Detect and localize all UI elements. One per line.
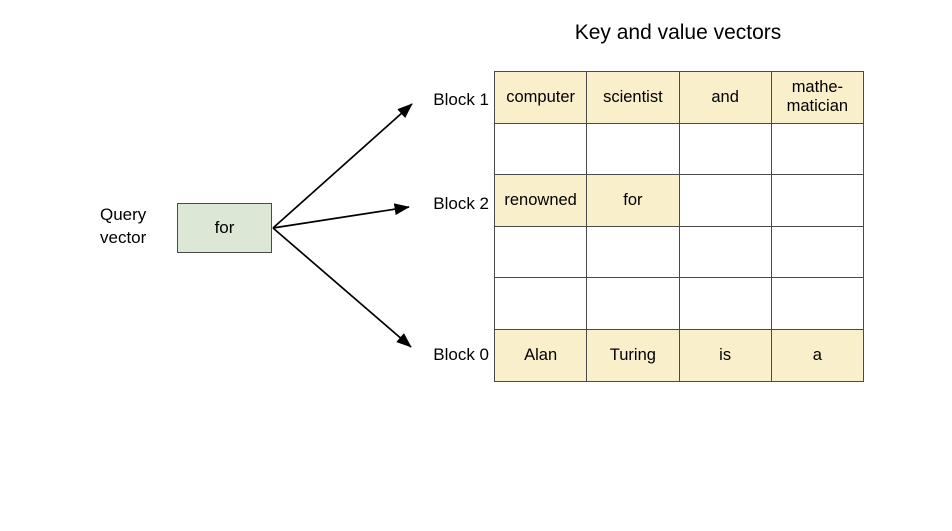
table-cell[interactable]: Turing bbox=[586, 328, 680, 382]
arrow-to-block-1 bbox=[272, 103, 413, 229]
table-cell[interactable]: Alan bbox=[493, 328, 588, 382]
arrow-to-block-0 bbox=[272, 227, 412, 348]
table-cell[interactable] bbox=[493, 122, 588, 176]
table-cell[interactable] bbox=[678, 277, 772, 330]
table-cell[interactable] bbox=[678, 174, 772, 227]
table-cell[interactable] bbox=[770, 225, 865, 279]
table-cell[interactable]: a bbox=[770, 328, 865, 382]
arrow-to-block-2 bbox=[272, 203, 410, 229]
table-cell[interactable]: is bbox=[678, 328, 772, 382]
query-vector-label-line1: Query bbox=[100, 205, 147, 224]
table-cell[interactable]: renowned bbox=[493, 174, 588, 227]
table-cell[interactable] bbox=[770, 174, 865, 227]
table-cell[interactable] bbox=[678, 122, 772, 176]
table-row bbox=[493, 122, 865, 176]
block-label-0: Block 0 bbox=[433, 345, 489, 364]
query-vector-label-line2: vector bbox=[100, 228, 147, 247]
table-cell[interactable] bbox=[586, 225, 680, 279]
query-vector-token: for bbox=[214, 218, 235, 237]
table-row bbox=[493, 225, 865, 279]
block-label-2: Block 2 bbox=[433, 194, 489, 213]
table-cell[interactable]: computer bbox=[493, 71, 588, 124]
table-cell[interactable] bbox=[586, 277, 680, 330]
block-label-1: Block 1 bbox=[433, 90, 489, 109]
table-cell[interactable] bbox=[770, 277, 865, 330]
table-cell[interactable] bbox=[493, 225, 588, 279]
table-cell[interactable]: and bbox=[678, 71, 772, 124]
table-cell[interactable]: for bbox=[586, 174, 680, 227]
table-cell[interactable] bbox=[493, 277, 588, 330]
table-cell[interactable]: mathe-matician bbox=[770, 71, 865, 124]
query-vector-label: Query vector bbox=[100, 203, 172, 249]
table-cell[interactable] bbox=[586, 122, 680, 176]
table-cell[interactable] bbox=[770, 122, 865, 176]
table-cell[interactable] bbox=[678, 225, 772, 279]
table-row bbox=[493, 277, 865, 330]
table-cell-line: matician bbox=[786, 97, 849, 116]
page-title: Key and value vectors bbox=[574, 21, 782, 44]
table-cell[interactable]: scientist bbox=[586, 71, 680, 124]
table-cell-line: mathe- bbox=[791, 78, 844, 97]
query-vector-box[interactable]: for bbox=[177, 203, 272, 253]
